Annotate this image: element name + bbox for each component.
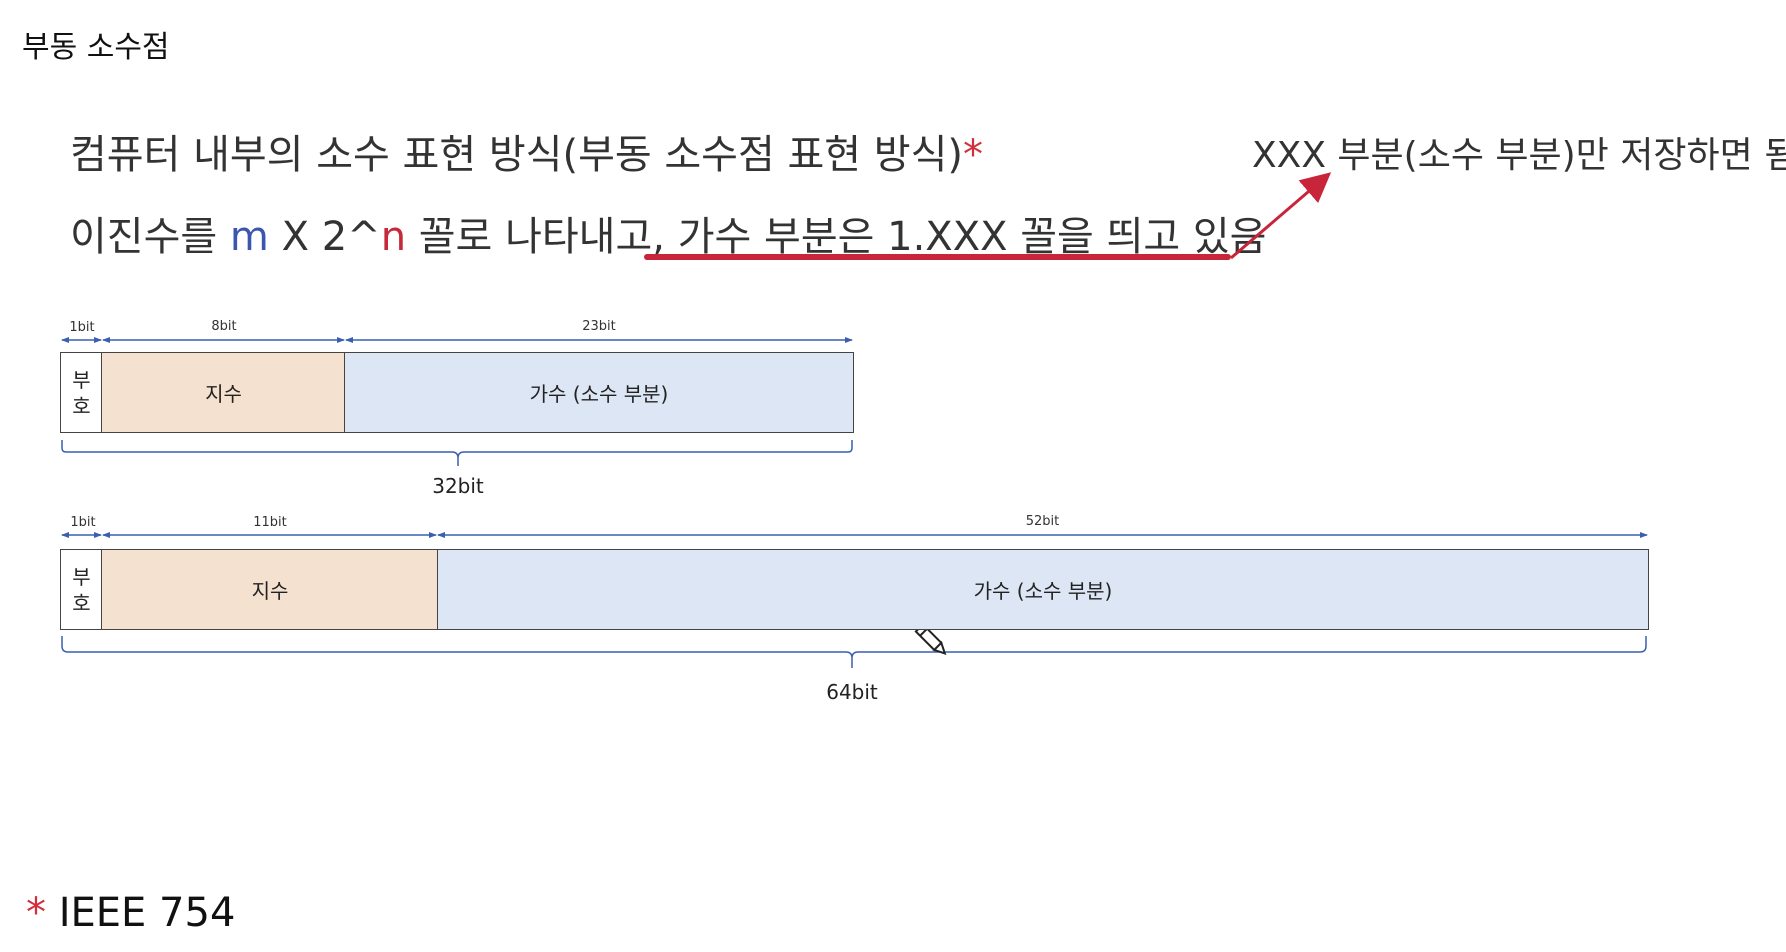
mantissa-field-32: 가수 (소수 부분) — [344, 352, 854, 433]
exponent-label-64: 지수 — [251, 579, 289, 603]
exponent-field-32: 지수 — [101, 352, 346, 433]
sign-field-top: 부 — [72, 564, 91, 589]
description-line-1-text: 컴퓨터 내부의 소수 표현 방식(부동 소수점 표현 방식) — [70, 132, 964, 178]
red-underline — [644, 254, 1231, 260]
mantissa-label-32: 가수 (소수 부분) — [529, 382, 669, 406]
description-line-1: 컴퓨터 내부의 소수 표현 방식(부동 소수점 표현 방식)* — [70, 122, 983, 180]
footnote-star: * — [26, 890, 46, 936]
footnote: * IEEE 754 — [26, 890, 235, 936]
mantissa-bits-label-64: 52bit — [1025, 514, 1060, 529]
sign-field-64: 부 호 — [60, 549, 103, 630]
line2-mid: X 2^ — [268, 214, 381, 260]
exponent-label-32: 지수 — [205, 382, 242, 406]
side-note: XXX 부분(소수 부분)만 저장하면 됨 — [1252, 135, 1786, 176]
total-bits-label-32: 32bit — [432, 474, 484, 498]
sign-field-32: 부 호 — [60, 352, 103, 433]
line2-underlined-text: 가수 부분은 1.XXX 꼴을 띄고 있음 — [677, 214, 1267, 260]
sign-field-bottom: 호 — [72, 590, 91, 615]
exponent-field-64: 지수 — [101, 549, 439, 630]
sign-bits-label-32: 1bit — [69, 320, 95, 335]
exponent-bits-label-64: 11bit — [253, 515, 287, 530]
line2-prefix: 이진수를 — [70, 214, 230, 260]
sign-field-bottom: 호 — [72, 393, 91, 418]
footnote-text: IEEE 754 — [46, 890, 236, 936]
mantissa-field-64: 가수 (소수 부분) — [437, 549, 1649, 630]
dimension-lines-64bit — [61, 532, 1648, 668]
footnote-star-marker: * — [963, 132, 984, 178]
exponent-symbol-n: n — [380, 214, 407, 260]
dimension-lines-32bit — [61, 337, 853, 466]
description-line-2: 이진수를 m X 2^n 꼴로 나타내고, 가수 부분은 1.XXX 꼴을 띄고… — [70, 204, 1266, 262]
red-arrow — [1230, 172, 1332, 260]
mantissa-symbol-m: m — [229, 214, 269, 260]
slide-title: 부동 소수점 — [22, 30, 170, 65]
mantissa-label-64: 가수 (소수 부분) — [973, 579, 1113, 603]
sign-field-top: 부 — [72, 367, 91, 392]
mantissa-bits-label-32: 23bit — [582, 319, 616, 334]
exponent-bits-label-32: 8bit — [211, 319, 237, 334]
sign-bits-label-64: 1bit — [70, 515, 96, 530]
line2-after: 꼴로 나타내고, — [406, 214, 678, 260]
total-bits-label-64: 64bit — [826, 680, 878, 704]
